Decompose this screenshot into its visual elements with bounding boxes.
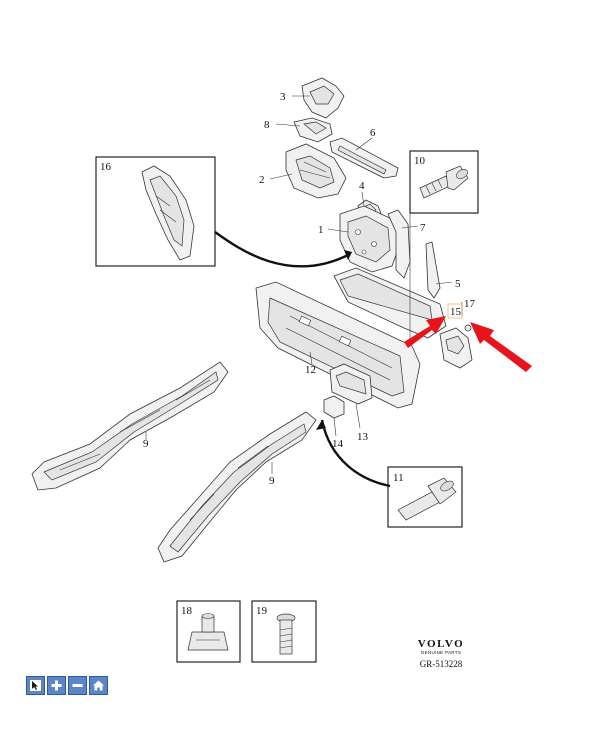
inset-10-label: 10 — [414, 155, 426, 167]
callout-numbers: 3 8 6 2 4 1 7 5 15 17 12 13 14 9 9 — [143, 91, 476, 487]
diagram-reference: GR-513228 — [419, 659, 463, 669]
volvo-branding: VOLVO GENUINE PARTS GR-513228 — [396, 638, 486, 669]
part-9-right-shape — [157, 411, 317, 563]
part-2-shape — [285, 143, 347, 199]
callout-1[interactable]: 1 — [318, 224, 324, 236]
callout-9-right[interactable]: 9 — [269, 475, 275, 487]
callout-12[interactable]: 12 — [305, 364, 316, 376]
zoom-out-button[interactable] — [68, 676, 87, 695]
callout-14[interactable]: 14 — [332, 438, 344, 450]
part-8-shape — [293, 117, 333, 143]
inset-19-label: 19 — [256, 605, 268, 617]
inset-11-label: 11 — [393, 472, 404, 484]
pointer-button[interactable] — [26, 676, 45, 695]
zoom-in-button[interactable] — [47, 676, 66, 695]
highlight-arrows — [404, 316, 532, 372]
home-icon — [93, 680, 104, 691]
arrow-left-red — [404, 316, 446, 348]
home-button[interactable] — [89, 676, 108, 695]
part-6-shape — [329, 137, 399, 179]
volvo-logo: VOLVO — [417, 638, 465, 650]
pointer-icon — [29, 679, 42, 692]
inset-18-label: 18 — [181, 605, 193, 617]
plus-icon — [51, 680, 62, 691]
callout-9-left[interactable]: 9 — [143, 438, 149, 450]
callout-3[interactable]: 3 — [280, 91, 286, 103]
inset-11[interactable]: 11 — [316, 419, 463, 528]
callout-7[interactable]: 7 — [420, 222, 426, 234]
callout-17[interactable]: 17 — [464, 298, 476, 310]
part-15-shape — [439, 327, 473, 369]
bracket-16-shape — [141, 165, 195, 261]
genuine-parts-tagline: GENUINE PARTS — [420, 650, 462, 655]
leader-lines — [145, 95, 463, 474]
arrow-right-red — [470, 322, 532, 372]
bolt-11-icon — [397, 477, 457, 521]
part-17-shape — [464, 324, 472, 332]
part-7-shape — [387, 209, 411, 279]
bolt-19-icon — [276, 613, 296, 655]
part-12-shape — [255, 281, 421, 409]
inset-18[interactable]: 18 — [176, 600, 241, 663]
inset-16[interactable]: 16 — [95, 156, 352, 268]
part-1-shape — [339, 205, 401, 273]
part-14-shape — [323, 395, 345, 419]
part-9-left-shape — [31, 361, 229, 491]
callout-4[interactable]: 4 — [359, 180, 365, 192]
part-5-shape — [425, 241, 441, 299]
viewer-toolbar — [26, 676, 108, 695]
inset-16-label: 16 — [100, 161, 112, 173]
bolt-icon — [419, 165, 469, 199]
callout-8[interactable]: 8 — [264, 119, 270, 131]
callout-13[interactable]: 13 — [357, 431, 369, 443]
inset-10[interactable]: 10 — [409, 150, 479, 214]
minus-icon — [72, 684, 83, 687]
callout-6[interactable]: 6 — [370, 127, 376, 139]
inset-19[interactable]: 19 — [251, 600, 317, 663]
callout-2[interactable]: 2 — [259, 174, 265, 186]
nut-18-icon — [187, 613, 229, 651]
part-13-shape — [329, 363, 373, 405]
callout-15[interactable]: 15 — [450, 306, 462, 318]
callout-5[interactable]: 5 — [455, 278, 461, 290]
part-3-shape — [301, 77, 345, 119]
